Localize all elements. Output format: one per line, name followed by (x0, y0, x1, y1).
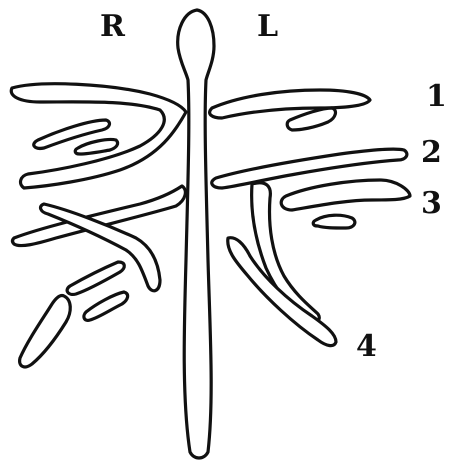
left-lower-arm (281, 180, 410, 210)
left-side-label: L (257, 12, 278, 42)
right-side-label: R (100, 12, 125, 42)
right-lower-limb (20, 295, 71, 366)
left-upper-fragment (287, 108, 335, 130)
right-inner-arc-lower (75, 139, 117, 154)
marker-label-3: 3 (421, 189, 442, 219)
left-lower-fragment (313, 215, 355, 228)
marker-label-2: 2 (421, 138, 442, 168)
right-small-fragment-b (84, 292, 128, 320)
left-lower-long-limb (228, 238, 336, 346)
right-upper-arc (11, 84, 186, 188)
marker-label-4: 4 (356, 332, 377, 362)
central-stem (178, 10, 214, 458)
left-upper-arm (210, 90, 370, 118)
right-small-fragment-a (67, 262, 124, 294)
marker-label-1: 1 (426, 82, 447, 112)
